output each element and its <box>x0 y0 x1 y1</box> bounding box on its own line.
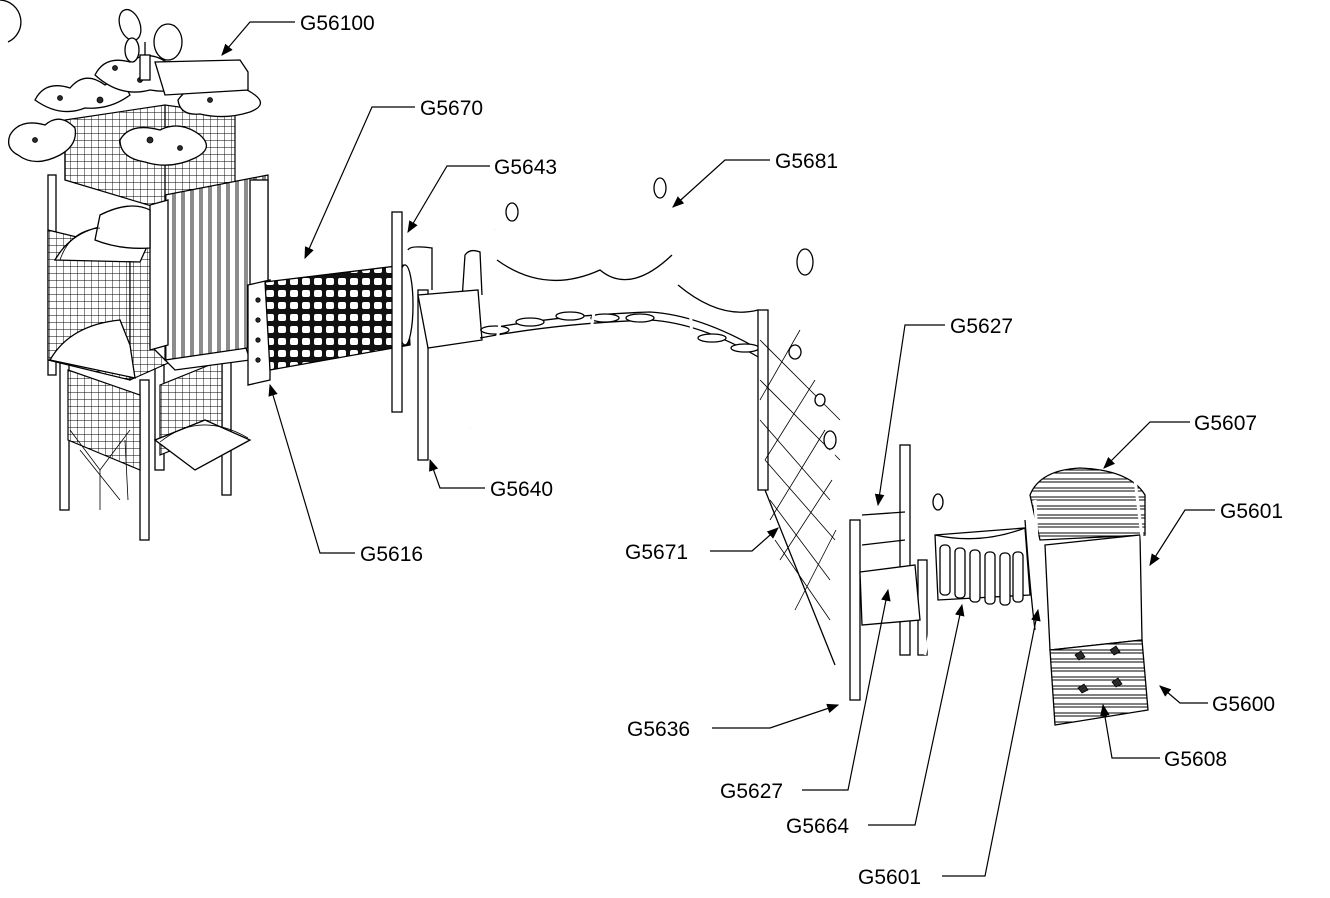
label-g5601-bottom: G5601 <box>858 866 921 889</box>
leader-lines <box>221 21 1215 877</box>
label-g5681: G5681 <box>775 150 838 173</box>
label-g5670: G5670 <box>420 97 483 120</box>
label-g5643: G5643 <box>494 156 557 179</box>
tower-structure <box>7 8 271 541</box>
label-g5601-right: G5601 <box>1220 500 1283 523</box>
crawl-tunnel <box>264 264 414 371</box>
label-g5627-top: G5627 <box>950 315 1013 338</box>
label-g5616: G5616 <box>360 543 423 566</box>
corner-circle-mark <box>0 0 22 43</box>
label-g5640: G5640 <box>490 478 553 501</box>
label-g5607: G5607 <box>1194 412 1257 435</box>
label-g5627-bottom: G5627 <box>720 780 783 803</box>
label-g5636: G5636 <box>627 718 690 741</box>
plank-bridge <box>934 527 1031 606</box>
label-g5608: G5608 <box>1164 748 1227 771</box>
label-g5671: G5671 <box>625 541 688 564</box>
climbing-holds <box>1074 645 1123 694</box>
bridge-section <box>391 177 761 461</box>
label-g5664: G5664 <box>786 815 849 838</box>
arch-climber <box>1024 467 1164 726</box>
label-g5600: G5600 <box>1212 693 1275 716</box>
label-g56100: G56100 <box>300 12 375 35</box>
